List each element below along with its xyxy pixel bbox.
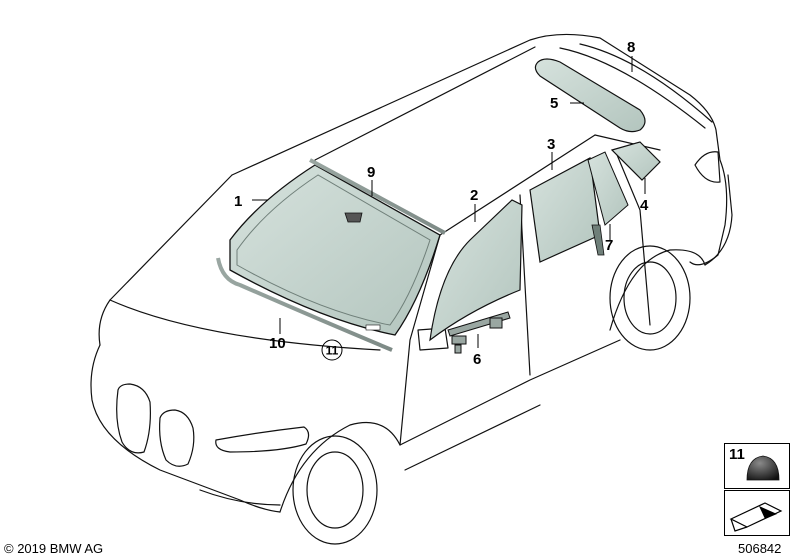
callout-7: 7 bbox=[605, 237, 613, 254]
callout-5: 5 bbox=[550, 95, 558, 112]
callout-10: 10 bbox=[269, 335, 286, 352]
dome-part-icon bbox=[746, 455, 780, 481]
legend-part-box: 11 bbox=[724, 443, 790, 489]
rear-door-fixed-glass bbox=[587, 151, 629, 226]
leader-lines bbox=[252, 56, 646, 348]
callout-1: 1 bbox=[234, 193, 242, 210]
arrow-symbol-icon bbox=[729, 502, 783, 532]
callout-4: 4 bbox=[640, 197, 649, 214]
callout-11-circle bbox=[321, 339, 343, 361]
callout-3: 3 bbox=[547, 136, 555, 153]
callout-9: 9 bbox=[367, 164, 375, 181]
legend-part-number: 11 bbox=[729, 446, 745, 463]
copyright-text: © 2019 BMW AG bbox=[4, 541, 104, 556]
mirror-bracket bbox=[344, 212, 363, 223]
legend-arrow-box bbox=[724, 490, 790, 536]
windscreen-glass bbox=[229, 164, 441, 336]
windscreen-lower-seal bbox=[216, 257, 393, 352]
front-door-window bbox=[429, 199, 523, 342]
rear-door-channel bbox=[591, 224, 605, 256]
windscreen-upper-seal bbox=[309, 158, 446, 235]
diagram-id: 506842 bbox=[738, 541, 782, 556]
window-regulator bbox=[447, 311, 511, 354]
quarter-glass bbox=[610, 141, 661, 181]
callout-6: 6 bbox=[473, 351, 481, 368]
rear-window bbox=[534, 58, 646, 133]
car-body bbox=[90, 33, 733, 545]
callout-11: 11 bbox=[326, 344, 339, 358]
rear-door-window bbox=[529, 157, 601, 263]
callout-8: 8 bbox=[627, 39, 635, 56]
callout-2: 2 bbox=[470, 187, 478, 204]
